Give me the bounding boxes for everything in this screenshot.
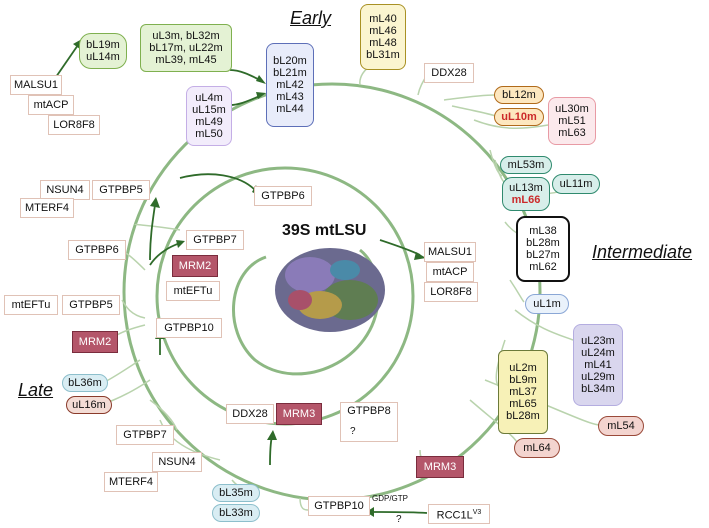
node-mterf4-bottom: MTERF4: [104, 472, 158, 492]
node-mteftu-inner: mtEFTu: [166, 281, 220, 301]
node-mrm3-bottom: MRM3: [416, 456, 464, 478]
node-bl20m-group: bL20m bL21m mL42 mL43 mL44: [266, 43, 314, 127]
center-title: 39S mtLSU: [282, 222, 367, 239]
node-ml53m: mL53m: [500, 156, 552, 174]
node-mtacp-inner: mtACP: [426, 262, 474, 282]
question-mark-gtpbp8: ?: [350, 426, 356, 437]
node-ul30m-group: uL30m mL51 mL63: [548, 97, 596, 145]
node-ddx28-inner: DDX28: [226, 404, 274, 424]
node-ddx28-top: DDX28: [424, 63, 474, 83]
node-mtacp-top: mtACP: [28, 95, 74, 115]
node-ml38-group: mL38 bL28m bL27m mL62: [516, 216, 570, 282]
node-nsun4-top: NSUN4: [40, 180, 90, 200]
node-lor8f8-inner: LOR8F8: [424, 282, 478, 302]
node-ml40-group: mL40 mL46 mL48 bL31m: [360, 4, 406, 70]
gdp-gtp-label: GDP/GTP: [372, 494, 409, 503]
node-ul23m-group: uL23m uL24m mL41 uL29m bL34m: [573, 324, 623, 406]
node-gtpbp7-left: GTPBP7: [116, 425, 174, 445]
node-gtpbp7-inner: GTPBP7: [186, 230, 244, 250]
node-gtpbp6-inner: GTPBP6: [254, 186, 312, 206]
node-bl19m-group: bL19m uL14m: [79, 33, 127, 69]
node-mterf4-top: MTERF4: [20, 198, 74, 218]
node-mteftu-left: mtEFTu: [4, 295, 58, 315]
stage-label-late: Late: [18, 380, 54, 400]
node-ul16m: uL16m: [66, 396, 112, 414]
node-ul3m-group: uL3m, bL32m bL17m, uL22m mL39, mL45: [140, 24, 232, 72]
node-gtpbp5-left: GTPBP5: [62, 295, 120, 315]
stage-label-early: Early: [290, 8, 332, 28]
node-bl33m: bL33m: [212, 504, 260, 522]
node-rcc1l: RCC1LV3: [428, 504, 490, 524]
node-malsu1-inner: MALSU1: [424, 242, 476, 262]
node-ul13m-ml66: uL13m mL66: [502, 177, 550, 211]
question-mark-bottom: ?: [396, 514, 402, 525]
node-ul4m-group: uL4m uL15m mL49 mL50: [186, 86, 232, 146]
node-malsu1-top: MALSU1: [10, 75, 62, 95]
node-ul2m-group: uL2m bL9m mL37 mL65 bL28m: [498, 350, 548, 434]
node-ul10m: uL10m: [494, 108, 544, 126]
node-bl12m: bL12m: [494, 86, 544, 104]
node-gtpbp10-inner: GTPBP10: [156, 318, 222, 338]
node-ml64: mL64: [514, 438, 560, 458]
ribosome-structure-image: [275, 248, 385, 332]
node-bl36m: bL36m: [62, 374, 108, 392]
node-gtpbp6-left: GTPBP6: [68, 240, 126, 260]
node-gtpbp5-top: GTPBP5: [92, 180, 150, 200]
node-gtpbp10-bottom: GTPBP10: [308, 496, 370, 516]
node-ul11m: uL11m: [552, 174, 600, 194]
stage-label-intermediate: Intermediate: [592, 242, 693, 262]
node-ul1m: uL1m: [525, 294, 569, 314]
node-gtpbp8: GTPBP8: [340, 402, 398, 442]
node-mrm3-inner: MRM3: [276, 403, 322, 425]
node-lor8f8-top: LOR8F8: [48, 115, 100, 135]
node-bl35m: bL35m: [212, 484, 260, 502]
node-mrm2-inner: MRM2: [172, 255, 218, 277]
node-ml54: mL54: [598, 416, 644, 436]
node-nsun4-bottom: NSUN4: [152, 452, 202, 472]
node-mrm2-left: MRM2: [72, 331, 118, 353]
